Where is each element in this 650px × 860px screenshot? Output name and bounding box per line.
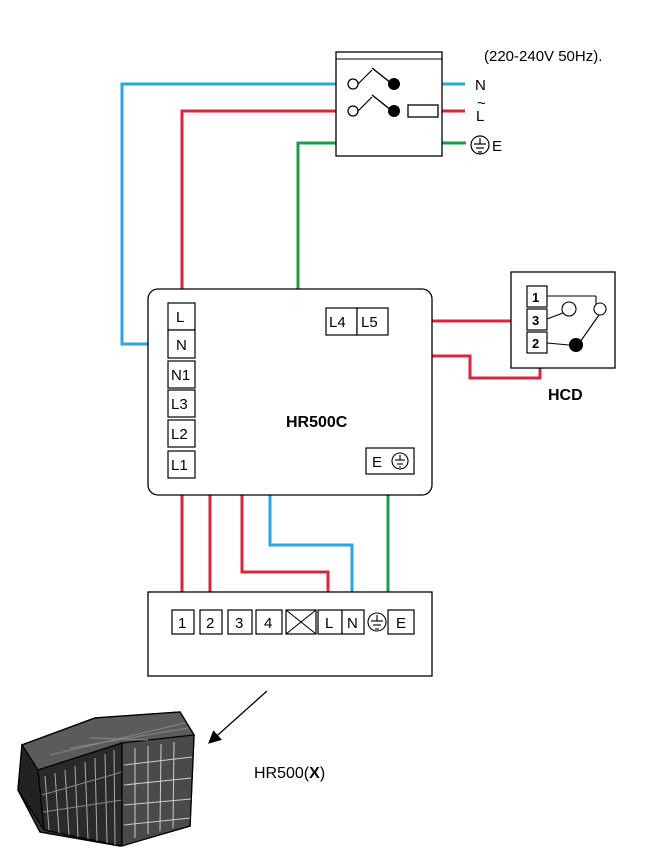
- controller-earth-terminal: E: [365, 447, 415, 475]
- controller-terminal-strip: L N N1 L3 L2 L1: [167, 302, 196, 479]
- switch-contact-closed-n: [388, 78, 400, 90]
- terminal-label: L1: [171, 457, 188, 474]
- supply-l-label: L: [476, 108, 484, 125]
- switch-contact-open-l: [347, 105, 359, 117]
- switch-contact-open-n: [347, 78, 359, 90]
- terminal-label: 2: [532, 336, 539, 351]
- terminal-label: L2: [171, 426, 188, 443]
- live-switch-to-controller-wire: [180, 109, 353, 303]
- terminal-label: L3: [171, 396, 188, 413]
- supply-spec-label: (220-240V 50Hz).: [484, 48, 602, 65]
- terminal-label: N: [176, 337, 187, 354]
- supply-l-tilde: ~: [477, 95, 486, 112]
- earth-symbol-icon: [367, 612, 387, 632]
- terminal-label: 3: [235, 615, 243, 632]
- terminal-label: 1: [532, 290, 539, 305]
- terminal-label: L: [176, 309, 184, 326]
- controller-hr500c: HR500C: [147, 288, 433, 496]
- heater-terminal-block: 1 2 3 4 L N E: [147, 591, 433, 677]
- supply-n-label: N: [475, 77, 486, 94]
- terminal-label: 4: [264, 615, 272, 632]
- terminal-label: L5: [361, 314, 378, 331]
- controller-name-label: HR500C: [286, 414, 348, 431]
- terminal-label: E: [372, 454, 382, 471]
- terminal-label: E: [396, 615, 406, 632]
- terminal-label: N1: [171, 367, 190, 384]
- terminal-label: N: [347, 615, 358, 632]
- isolator-switch: [335, 51, 443, 157]
- terminal-label: L4: [329, 314, 346, 331]
- fuse-icon: [407, 104, 439, 118]
- hcd-name-label: HCD: [548, 387, 583, 404]
- supply-e-label: E: [492, 138, 502, 155]
- switch-contact-closed-l: [388, 105, 400, 117]
- terminal-label: L: [325, 615, 333, 632]
- controller-hcd-terminals: L4 L5: [325, 307, 389, 336]
- hcd-sensor: 1 3 2: [510, 271, 616, 369]
- neutral-switch-to-controller-wire: [120, 82, 353, 346]
- product-name-label: HR500(X): [254, 765, 325, 782]
- pointer-arrow: [208, 690, 268, 744]
- earth-symbol-icon: [470, 135, 490, 155]
- terminal-label: 2: [206, 615, 214, 632]
- heater-product-image: [17, 711, 196, 847]
- terminal-label: 1: [178, 615, 186, 632]
- terminal-label: 3: [532, 313, 539, 328]
